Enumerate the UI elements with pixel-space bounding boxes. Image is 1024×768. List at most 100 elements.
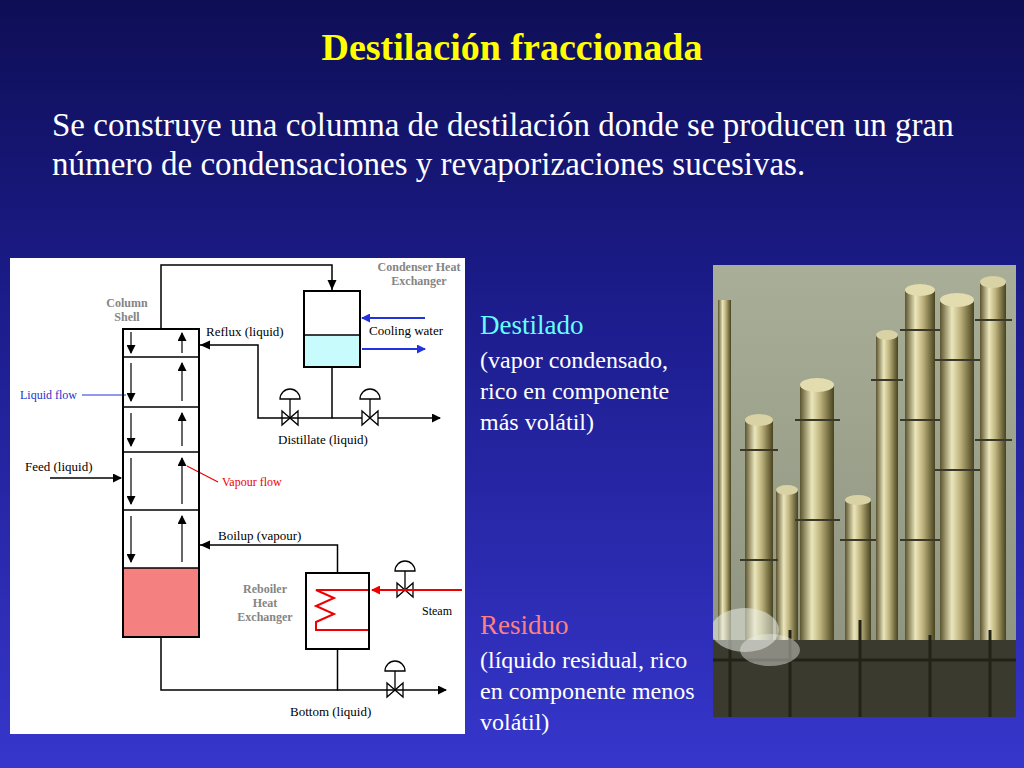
stream-line: [200, 545, 338, 572]
liquid-flow-arrow: [130, 458, 131, 504]
diagram-panel: [10, 258, 465, 734]
arrow-head: [200, 541, 210, 550]
steam-line: [316, 590, 462, 630]
refinery-photo: [740, 320, 1012, 560]
liquid-flow-arrow: [130, 516, 131, 562]
refinery-photo: [859, 620, 862, 717]
refinery-photo: [713, 265, 1016, 717]
distillate-line: [332, 417, 440, 419]
node-heading: Reboiler Heat Exchanger: [231, 582, 299, 624]
refinery-photo: [871, 379, 903, 381]
leader-line: [82, 395, 218, 482]
product-heading: Destilado: [480, 310, 583, 341]
reboiler-box: Reboiler Heat Exchanger: [305, 572, 370, 650]
control-valve: [394, 671, 395, 690]
callout-label: Liquid flow: [20, 388, 77, 402]
liquid-flow-arrow: [130, 413, 131, 446]
cooling-water-out: [362, 348, 425, 350]
control-valve: [395, 561, 415, 571]
control-valve: [360, 389, 380, 399]
stream-line: [200, 345, 332, 418]
leader-line: [82, 395, 126, 396]
leader-line: [187, 466, 218, 482]
feed-arrow: [50, 477, 121, 479]
control-valve: [289, 399, 290, 418]
stream-label: Reflux (liquid): [206, 324, 284, 339]
liquid-flow-arrow: [130, 332, 131, 353]
control-valve: [280, 389, 300, 399]
product-description: (vapor condensado, rico en componente má…: [480, 345, 695, 438]
stream-line: [161, 638, 338, 690]
stream-line: [161, 265, 332, 328]
refinery-photo: [980, 276, 1006, 288]
refinery-photo: [929, 635, 932, 717]
refinery-photo: [776, 485, 798, 495]
refinery-photo: [740, 634, 800, 666]
vapour-flow-arrow: [181, 458, 182, 504]
control-valve: [404, 571, 405, 590]
stream-label: Distillate (liquid): [278, 432, 368, 447]
refinery-photo: [795, 519, 840, 521]
slide-paragraph: Se construye una columna de destilación …: [52, 106, 1007, 184]
bottom-liquid: [123, 568, 199, 637]
stream-label: Boilup (vapour): [218, 528, 301, 543]
condenser-box: Condenser Heat Exchanger: [303, 290, 361, 368]
steam-line: [372, 589, 462, 591]
liquid-level: [122, 567, 200, 569]
refinery-photo: [905, 284, 935, 296]
vapour-flow-arrow: [181, 516, 182, 562]
refinery-photo: [935, 469, 980, 471]
refinery-photo: [795, 419, 840, 421]
refinery-photo: [989, 630, 992, 717]
condensate: [304, 335, 360, 367]
arrow-head: [328, 280, 337, 290]
stream-label: Bottom (liquid): [290, 704, 371, 719]
stream-label: Feed (liquid): [25, 459, 93, 474]
tray: [122, 406, 200, 407]
vapour-flow-arrow: [181, 363, 182, 401]
tray: [122, 509, 200, 510]
refinery-photo: [740, 449, 778, 451]
refinery-photo: [729, 640, 732, 717]
refinery-photo: [800, 378, 834, 392]
process-stream: [161, 638, 338, 690]
stream-label: Cooling water: [369, 323, 443, 338]
column-internals: [122, 332, 200, 637]
refinery-photo: [840, 539, 876, 541]
vapour-flow-arrow: [181, 333, 182, 353]
column-shell: Column Shell: [122, 328, 200, 638]
node-heading: Column Shell: [97, 296, 157, 324]
liquid-flow-arrow: [130, 332, 131, 562]
refinery-photo: [975, 439, 1012, 441]
control-valve: [385, 661, 405, 671]
refinery-photo: [940, 293, 974, 307]
product-description: (líquido residual, rico en componente me…: [480, 645, 695, 738]
control-valve: [369, 399, 370, 418]
vapour-flow-arrow: [181, 333, 182, 562]
refinery-photo: [975, 319, 1012, 321]
stream-label: Steam: [422, 604, 452, 618]
distillate-line: [332, 418, 440, 419]
refinery-photo: [845, 495, 871, 505]
slide-title: Destilación fraccionada: [0, 25, 1024, 69]
cooling-water-in: [362, 317, 425, 319]
refinery-photo: [713, 265, 1016, 717]
process-stream: [200, 341, 332, 419]
refinery-photo: [900, 419, 940, 421]
product-heading: Residuo: [480, 610, 569, 641]
refinery-photo: [935, 359, 980, 361]
condensate-level: [303, 334, 361, 335]
process-stream: [161, 265, 337, 328]
refinery-photo: [745, 414, 773, 426]
refinery-photo: [740, 559, 778, 561]
tray: [122, 356, 200, 357]
heating-coil: [316, 590, 370, 630]
refinery-photo: [900, 539, 940, 541]
refinery-photo: [900, 329, 940, 331]
vapour-flow-arrow: [181, 413, 182, 446]
tray: [122, 451, 200, 452]
bottom-line: [337, 689, 446, 691]
callout-label: Vapour flow: [222, 475, 282, 489]
liquid-flow-arrow: [130, 363, 131, 401]
